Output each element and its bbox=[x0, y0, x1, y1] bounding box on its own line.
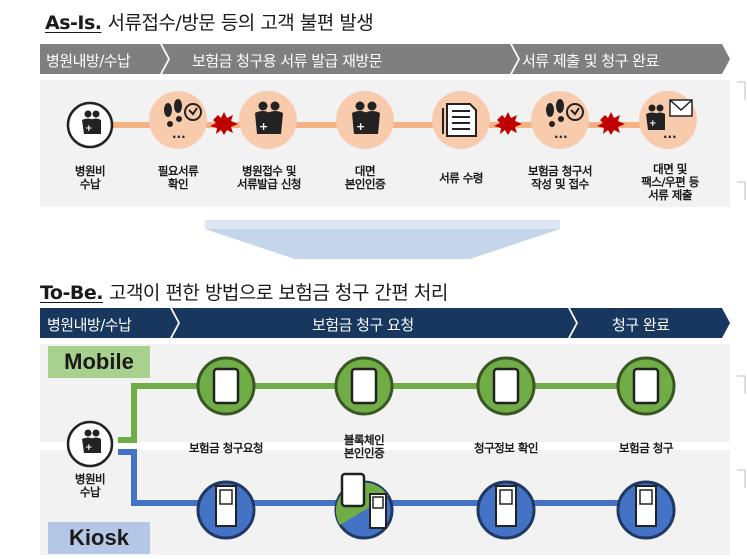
kiosk-step-2-node bbox=[334, 472, 394, 540]
to-be-title: To-Be.고객이 편한 방법으로 보험금 청구 간편 처리 bbox=[40, 278, 448, 305]
kiosk-icon bbox=[369, 493, 387, 529]
as-is-step-1-node: + bbox=[66, 101, 114, 149]
as-is-step-7-node: + ... bbox=[639, 91, 697, 149]
person-envelope-icon: + ... bbox=[646, 99, 693, 141]
as-is-step-6-label: 보험금 청구서 작성 및 접수 bbox=[528, 164, 592, 191]
svg-text:...: ... bbox=[554, 127, 568, 141]
smartphone-icon bbox=[492, 367, 520, 405]
mobile-step-4-node bbox=[616, 356, 676, 416]
as-is-step-7-label: 대면 및 팩스/우편 등 서류 제출 bbox=[641, 162, 699, 202]
people-plus-icon: + bbox=[352, 101, 380, 134]
mobile-step-3-node bbox=[476, 356, 536, 416]
as-is-step-2-node: ... bbox=[149, 91, 207, 149]
transition-arrow-band bbox=[205, 220, 560, 229]
to-be-stage-2-bar bbox=[172, 308, 576, 338]
side-bracket bbox=[737, 375, 746, 394]
to-be-title-text: 고객이 편한 방법으로 보험금 청구 간편 처리 bbox=[108, 282, 448, 304]
as-is-stage-2-bar bbox=[162, 44, 518, 74]
kiosk-icon bbox=[495, 485, 517, 527]
as-is-title-text: 서류접수/방문 등의 고객 불편 발생 bbox=[107, 12, 374, 34]
svg-text:+: + bbox=[649, 119, 657, 129]
mobile-channel-label: Mobile bbox=[48, 346, 150, 378]
smartphone-icon bbox=[340, 472, 366, 508]
as-is-stage-1-bar bbox=[40, 44, 168, 74]
to-be-stage-2-label: 보험금 청구 요청 bbox=[312, 316, 414, 334]
smartphone-icon bbox=[212, 367, 240, 405]
side-bracket bbox=[737, 81, 746, 100]
svg-text:+: + bbox=[85, 443, 93, 453]
as-is-step-3-label: 병원접수 및 서류발급 신청 bbox=[237, 164, 301, 191]
to-be-step-2-label: 블록체인 본인인증 bbox=[343, 433, 385, 460]
document-icon bbox=[442, 103, 477, 137]
to-be-stage-1-label: 병원내방/수납 bbox=[47, 316, 132, 334]
burst-icon bbox=[494, 112, 522, 135]
transition-arrow bbox=[205, 229, 560, 259]
mobile-step-2-node bbox=[334, 356, 394, 416]
to-be-step-4-label: 보험금 청구 bbox=[619, 441, 673, 455]
as-is-step-2-label: 필요서류 확인 bbox=[157, 164, 199, 191]
burst-icon bbox=[210, 112, 238, 135]
to-be-step-1-label: 보험금 청구요청 bbox=[188, 441, 264, 455]
smartphone-icon bbox=[350, 367, 378, 405]
as-is-title: As-Is.서류접수/방문 등의 고객 불편 발생 bbox=[45, 8, 374, 35]
as-is-step-3-node: + bbox=[239, 91, 297, 149]
svg-text:+: + bbox=[85, 124, 93, 134]
to-be-stage-1-bar bbox=[40, 308, 178, 338]
people-plus-icon: + bbox=[255, 101, 283, 134]
kiosk-step-4-node bbox=[616, 480, 676, 540]
as-is-stage-2-label: 보험금 청구용 서류 발급 재방문 bbox=[192, 52, 382, 70]
to-be-start-node: + bbox=[66, 420, 114, 468]
svg-text:+: + bbox=[356, 120, 365, 133]
footprints-phone-icon: ... bbox=[164, 99, 202, 141]
kiosk-channel-label: Kiosk bbox=[48, 522, 150, 554]
as-is-stage-1-label: 병원내방/수납 bbox=[46, 52, 131, 70]
as-is-step-6-node: ... bbox=[531, 91, 589, 149]
svg-text:...: ... bbox=[663, 127, 677, 141]
as-is-step-4-node: + bbox=[336, 91, 394, 149]
kiosk-step-1-node bbox=[196, 480, 256, 540]
smartphone-icon bbox=[632, 367, 660, 405]
as-is-step-4-label: 대면 본인인증 bbox=[344, 164, 386, 191]
as-is-stage-3-label: 서류 제출 및 청구 완료 bbox=[522, 52, 659, 70]
to-be-title-key: To-Be. bbox=[40, 282, 103, 304]
to-be-stage-3-label: 청구 완료 bbox=[612, 316, 670, 334]
kiosk-step-3-node bbox=[476, 480, 536, 540]
kiosk-icon bbox=[215, 485, 237, 527]
svg-text:...: ... bbox=[172, 127, 186, 141]
as-is-stage-3-bar bbox=[512, 44, 730, 74]
as-is-title-key: As-Is. bbox=[45, 12, 102, 34]
footprints-phone-icon: ... bbox=[546, 99, 584, 141]
person-plus-icon: + bbox=[82, 429, 101, 453]
person-plus-icon: + bbox=[82, 110, 101, 134]
as-is-step-5-node bbox=[432, 91, 490, 149]
kiosk-icon bbox=[635, 485, 657, 527]
side-bracket bbox=[737, 181, 746, 200]
to-be-start-label: 병원비 수납 bbox=[74, 472, 106, 499]
mobile-step-1-node bbox=[196, 356, 256, 416]
to-be-stage-3-bar bbox=[570, 308, 730, 338]
svg-text:+: + bbox=[259, 120, 268, 133]
burst-icon bbox=[597, 112, 625, 135]
side-bracket bbox=[737, 469, 746, 488]
as-is-step-1-label: 병원비 수납 bbox=[74, 164, 106, 191]
as-is-step-5-label: 서류 수령 bbox=[439, 171, 483, 185]
to-be-step-3-label: 청구정보 확인 bbox=[474, 441, 538, 455]
